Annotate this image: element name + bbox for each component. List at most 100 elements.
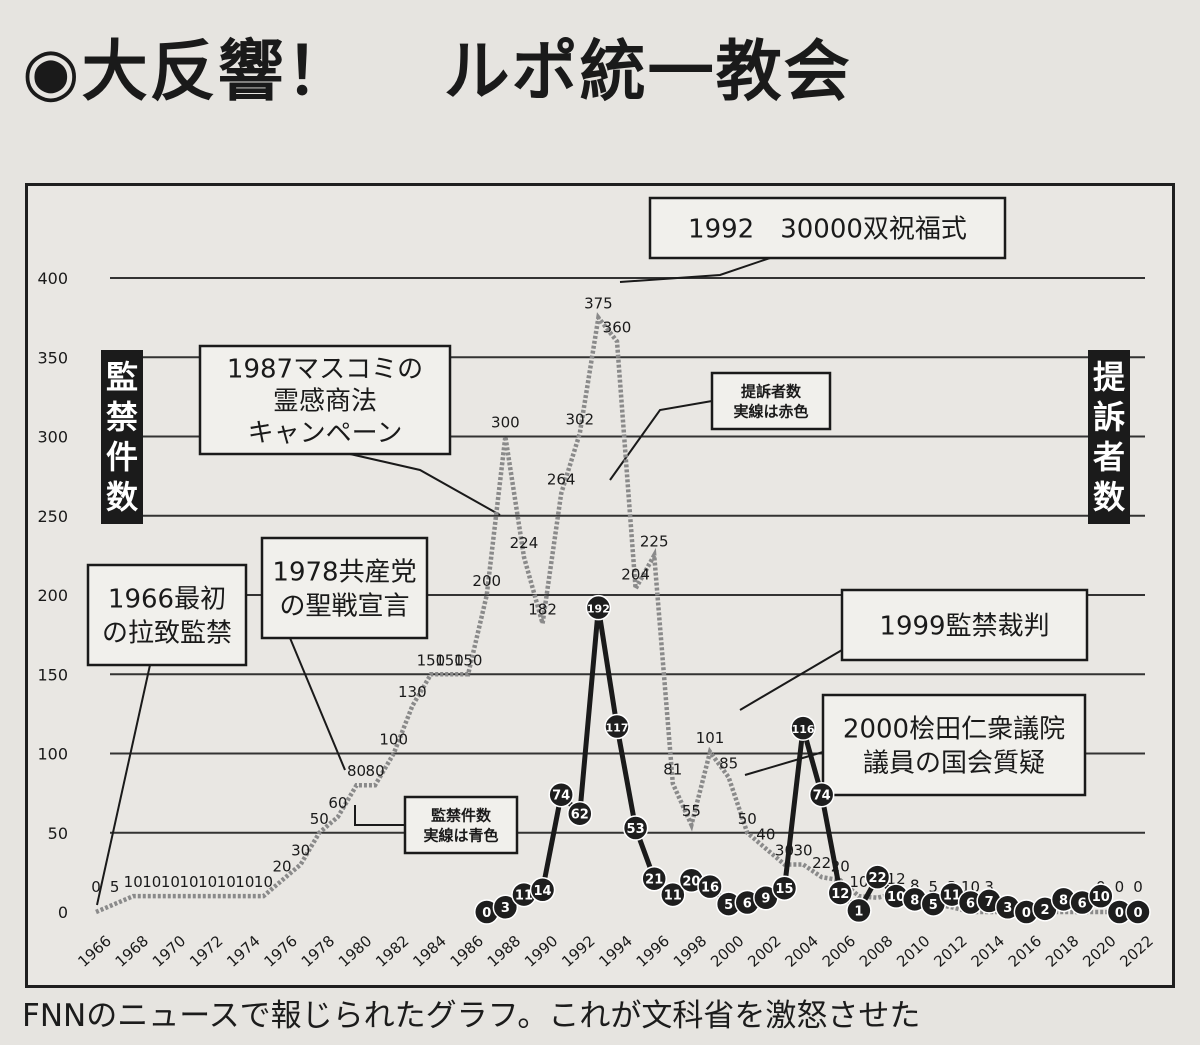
confinement-data-label: 130	[398, 683, 427, 701]
lawsuit-data-label: 3	[501, 901, 510, 916]
annotation-leader-0	[619, 257, 771, 283]
annotation-text-5: 議員の国会質疑	[863, 748, 1045, 778]
confinement-data-label: 300	[491, 414, 520, 432]
lawsuit-marker	[585, 594, 612, 621]
confinement-data-label: 10	[217, 873, 236, 891]
annotation-box-6	[710, 371, 832, 431]
y-axis-title-left-char: 数	[106, 478, 139, 516]
lawsuit-data-label: 53	[627, 822, 645, 837]
confinement-data-label: 55	[682, 802, 701, 820]
lawsuit-data-label: 1	[854, 904, 863, 919]
y-axis-title-right-char: 訴	[1093, 398, 1125, 436]
lawsuit-marker	[808, 781, 835, 808]
x-tick-label-2004: 2004	[782, 932, 822, 971]
y-tick-label-250: 250	[37, 507, 68, 526]
lawsuit-marker	[790, 715, 816, 741]
x-tick-label-1972: 1972	[186, 932, 226, 971]
lawsuit-data-label: 21	[645, 873, 663, 888]
heading-bullet-icon: ◉	[22, 33, 82, 110]
annotation-leader-4	[739, 649, 843, 711]
confinement-data-label: 81	[663, 761, 682, 779]
lawsuit-data-label: 6	[743, 896, 752, 911]
x-tick-label-1974: 1974	[223, 932, 263, 971]
y-axis-title-right-char: 者	[1093, 438, 1125, 476]
lawsuit-data-label: 0	[1133, 906, 1142, 921]
y-tick-label-150: 150	[37, 665, 68, 684]
y-tick-label-100: 100	[37, 745, 68, 764]
annotation-box-7	[403, 795, 519, 855]
lawsuit-marker	[697, 873, 723, 900]
x-tick-label-2016: 2016	[1005, 932, 1045, 971]
confinement-data-label: 360	[603, 318, 632, 336]
annotation-text-2: 1966最初	[108, 584, 226, 614]
annotation-leader-3	[289, 637, 346, 771]
annotation-text-7: 実線は青色	[423, 826, 498, 844]
confinement-data-label: 150	[435, 651, 464, 669]
y-axis-title-right-box	[1088, 350, 1130, 524]
confinement-data-label: 10	[179, 873, 198, 891]
confinement-data-label: 12	[887, 870, 906, 888]
x-tick-label-2000: 2000	[707, 932, 747, 971]
confinement-data-label: 20	[273, 857, 292, 875]
annotation-text-0: 1992 30000双祝福式	[688, 214, 967, 244]
confinement-data-label: 200	[472, 572, 501, 590]
lawsuit-data-label: 0	[1022, 906, 1031, 921]
x-tick-label-1966: 1966	[74, 932, 114, 971]
lawsuit-data-label: 11	[943, 889, 961, 904]
annotation-text-1: キャンペーン	[248, 418, 403, 448]
lawsuit-data-label: 9	[761, 892, 770, 907]
lawsuit-data-label: 12	[831, 887, 849, 902]
x-tick-label-1988: 1988	[484, 932, 524, 971]
annotation-leader-7	[354, 805, 405, 826]
confinement-data-label: 60	[328, 794, 347, 812]
heading-sub: ルポ統一教会	[443, 33, 852, 110]
confinement-data-label: 3	[984, 878, 994, 896]
x-tick-label-1970: 1970	[149, 932, 189, 971]
lawsuit-marker	[604, 713, 630, 740]
y-tick-label-200: 200	[37, 586, 68, 605]
confinement-data-label: 100	[379, 731, 408, 749]
lawsuit-data-label: 0	[482, 906, 491, 921]
y-axis-title-right-char: 数	[1093, 478, 1126, 516]
x-tick-label-1978: 1978	[298, 932, 338, 971]
x-tick-label-2008: 2008	[856, 932, 896, 971]
lawsuit-data-label: 74	[813, 789, 831, 804]
confinement-data-label: 10	[142, 873, 161, 891]
confinement-data-label: 10	[235, 873, 254, 891]
annotation-text-1: 1987マスコミの	[227, 354, 423, 384]
x-tick-label-1998: 1998	[670, 932, 710, 971]
lawsuit-data-label: 6	[1078, 896, 1087, 911]
series-confinement-line	[95, 312, 1138, 915]
x-tick-label-1992: 1992	[558, 932, 598, 971]
lawsuit-marker	[641, 865, 667, 892]
annotation-box-3	[260, 536, 429, 640]
annotation-text-1: 霊感商法	[273, 386, 377, 416]
lawsuit-marker	[1088, 883, 1114, 909]
lawsuit-data-label: 6	[966, 896, 975, 911]
lawsuit-data-label: 192	[587, 603, 610, 616]
confinement-data-label: 30	[291, 841, 310, 859]
lawsuit-data-label: 8	[1059, 893, 1068, 908]
confinement-data-label: 8	[910, 876, 920, 894]
confinement-data-label: 85	[719, 754, 738, 772]
x-tick-label-2018: 2018	[1042, 932, 1082, 971]
confinement-data-label: 10	[161, 873, 180, 891]
x-tick-label-1980: 1980	[335, 932, 375, 971]
confinement-data-label: 10	[849, 873, 868, 891]
y-axis-title-right-char: 提	[1093, 358, 1126, 396]
annotation-text-6: 実線は赤色	[733, 402, 808, 420]
lawsuit-data-label: 62	[571, 808, 589, 823]
confinement-data-label: 302	[565, 410, 594, 428]
lawsuit-data-label: 7	[985, 895, 994, 910]
lawsuit-data-label: 0	[1115, 906, 1124, 921]
y-tick-label-50: 50	[48, 824, 68, 843]
lawsuit-marker	[567, 800, 593, 827]
confinement-data-label: 5	[929, 878, 939, 896]
y-axis-title-left-char: 禁	[106, 398, 138, 436]
lawsuit-data-label: 5	[929, 898, 938, 913]
lawsuit-marker	[1125, 899, 1151, 925]
annotation-box-1	[198, 344, 452, 456]
lawsuit-data-label: 5	[724, 898, 733, 913]
lawsuit-data-label: 3	[1003, 901, 1012, 916]
annotation-box-5	[821, 693, 1087, 797]
